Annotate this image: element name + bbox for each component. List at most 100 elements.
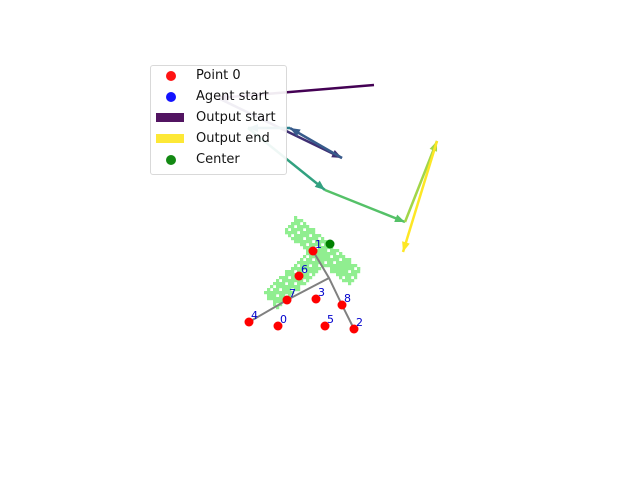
coverage-cell: [297, 279, 301, 283]
coverage-cell: [330, 270, 334, 274]
legend-item-output-end: Output end: [151, 129, 286, 149]
coverage-cell: [276, 285, 280, 289]
coverage-cell: [312, 234, 316, 238]
tree-edge: [312, 250, 355, 330]
coverage-cell: [297, 240, 301, 244]
coverage-cell: [309, 267, 313, 271]
coverage-cell: [300, 261, 304, 265]
coverage-cell: [288, 285, 292, 289]
coverage-cell: [276, 279, 280, 283]
coverage-cell: [282, 276, 286, 280]
coverage-cell: [330, 267, 334, 271]
legend-marker-agent-start: [166, 92, 176, 102]
coverage-cell: [327, 258, 331, 262]
point-marker: [337, 300, 347, 310]
point-label: 3: [318, 286, 325, 299]
coverage-cell: [306, 270, 310, 274]
coverage-cell: [267, 294, 271, 298]
coverage-cell: [324, 258, 328, 262]
coverage-cell: [294, 285, 298, 289]
coverage-cell: [288, 270, 292, 274]
coverage-cell: [285, 279, 289, 283]
coverage-cell: [327, 252, 331, 256]
coverage-cell: [297, 237, 301, 241]
coverage-cell: [318, 240, 322, 244]
legend-marker-center: [166, 155, 176, 165]
coverage-cell: [285, 228, 289, 232]
coverage-cell: [327, 255, 331, 259]
coverage-cell: [300, 279, 304, 283]
point-marker: [244, 317, 254, 327]
coverage-cell: [345, 276, 349, 280]
coverage-cell: [336, 261, 340, 265]
coverage-cell: [291, 228, 295, 232]
coverage-cell: [282, 279, 286, 283]
coverage-cell: [351, 273, 355, 277]
coverage-cell: [294, 222, 298, 226]
coverage-cell: [348, 267, 352, 271]
coverage-cell: [297, 282, 301, 286]
coverage-cell: [294, 219, 298, 223]
coverage-cell: [321, 258, 325, 262]
coverage-cell: [270, 291, 274, 295]
coverage-cell: [336, 264, 340, 268]
legend-item-output-start: Output start: [151, 108, 286, 128]
coverage-cell: [306, 246, 310, 250]
legend-marker-output-start: [156, 113, 184, 122]
coverage-cell: [321, 237, 325, 241]
point-marker: [282, 295, 292, 305]
coverage-cell: [300, 240, 304, 244]
coverage-cell: [285, 231, 289, 235]
coverage-cell: [312, 237, 316, 241]
coverage-cell: [294, 216, 298, 220]
coverage-cell: [324, 255, 328, 259]
center-marker: [325, 239, 335, 249]
coverage-cell: [276, 297, 280, 301]
coverage-cell: [312, 267, 316, 271]
coverage-cell: [285, 273, 289, 277]
coverage-cell: [300, 237, 304, 241]
coverage-cell: [351, 267, 355, 271]
coverage-cell: [270, 294, 274, 298]
coverage-cell: [279, 300, 283, 304]
coverage-cell: [282, 282, 286, 286]
coverage-cell: [318, 249, 322, 253]
coverage-cell: [288, 231, 292, 235]
coverage-cell: [354, 264, 358, 268]
coverage-cell: [282, 288, 286, 292]
coverage-cell: [342, 267, 346, 271]
legend-item-center: Center: [151, 150, 286, 170]
legend-label-output-start: Output start: [196, 110, 276, 125]
coverage-cell: [339, 252, 343, 256]
coverage-cell: [345, 270, 349, 274]
coverage-cell: [300, 219, 304, 223]
coverage-cell: [324, 249, 328, 253]
coverage-cell: [324, 252, 328, 256]
point-label: 4: [251, 309, 258, 322]
coverage-cell: [303, 234, 307, 238]
coverage-cell: [306, 228, 310, 232]
coverage-cell: [336, 255, 340, 259]
coverage-cell: [309, 270, 313, 274]
coverage-cell: [303, 231, 307, 235]
coverage-cell: [294, 267, 298, 271]
path-segment: [289, 126, 343, 160]
coverage-cell: [318, 234, 322, 238]
coverage-cell: [306, 279, 310, 283]
coverage-cell: [294, 279, 298, 283]
coverage-cell: [276, 288, 280, 292]
path-arrowhead: [314, 180, 325, 190]
coverage-cell: [336, 258, 340, 262]
coverage-cell: [318, 243, 322, 247]
coverage-cell: [273, 297, 277, 301]
coverage-cell: [321, 246, 325, 250]
coverage-cell: [300, 282, 304, 286]
coverage-cell: [276, 306, 280, 310]
coverage-cell: [312, 231, 316, 235]
coverage-cell: [273, 294, 277, 298]
coverage-cell: [342, 264, 346, 268]
coverage-cell: [279, 276, 283, 280]
coverage-cell: [297, 222, 301, 226]
coverage-cell: [288, 234, 292, 238]
coverage-cell: [345, 261, 349, 265]
